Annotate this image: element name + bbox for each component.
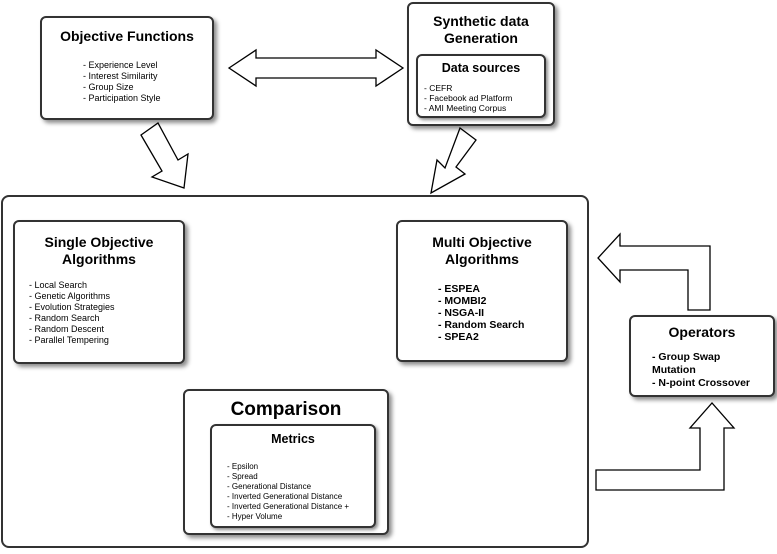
data-sources-title: Data sources	[441, 61, 521, 75]
comparison-box: Comparison Metrics Epsilon Spread Genera…	[183, 389, 389, 535]
multi-objective-box: Multi Objective Algorithms ESPEA MOMBI2 …	[396, 220, 568, 362]
arrow-data-to-main	[430, 126, 477, 195]
list-item: Group Size	[83, 82, 161, 93]
multi-objective-title-line1: Multi Objective	[432, 234, 532, 250]
multi-objective-list: ESPEA MOMBI2 NSGA-II Random Search SPEA2	[438, 283, 524, 343]
list-item: Hyper Volume	[227, 512, 349, 522]
operators-item-1-line1: - Group Swap	[652, 351, 721, 363]
list-item: MOMBI2	[438, 295, 524, 307]
metrics-title: Metrics	[271, 432, 315, 446]
single-objective-title-line1: Single Objective	[44, 234, 154, 250]
objective-functions-title: Objective Functions	[60, 28, 194, 44]
list-item: Participation Style	[83, 93, 161, 104]
operators-title: Operators	[668, 324, 736, 340]
list-item: ESPEA	[438, 283, 524, 295]
operators-item-1-line2: Mutation	[652, 364, 696, 376]
double-arrow	[227, 48, 405, 88]
list-item: Evolution Strategies	[29, 302, 115, 313]
metrics-box: Metrics Epsilon Spread Generational Dist…	[210, 424, 376, 528]
objective-functions-list: Experience Level Interest Similarity Gro…	[83, 60, 161, 104]
data-sources-box: Data sources CEFR Facebook ad Platform A…	[416, 54, 546, 118]
synthetic-data-title-line2: Generation	[444, 30, 518, 46]
list-item: Experience Level	[83, 60, 161, 71]
single-objective-title-line2: Algorithms	[62, 251, 136, 267]
list-item: Generational Distance	[227, 482, 349, 492]
operators-box: Operators - Group Swap Mutation - N-poin…	[629, 315, 775, 397]
list-item: Facebook ad Platform	[424, 93, 512, 103]
single-objective-list: Local Search Genetic Algorithms Evolutio…	[29, 280, 115, 346]
comparison-title: Comparison	[230, 399, 342, 420]
arrow-operators-to-main	[597, 232, 711, 311]
multi-objective-title-line2: Algorithms	[445, 251, 519, 267]
list-item: NSGA-II	[438, 307, 524, 319]
operators-item-2: - N-point Crossover	[652, 377, 751, 389]
list-item: Random Search	[438, 319, 524, 331]
list-item: Spread	[227, 472, 349, 482]
list-item: CEFR	[424, 83, 512, 93]
single-objective-box: Single Objective Algorithms Local Search…	[13, 220, 185, 364]
list-item: Interest Similarity	[83, 71, 161, 82]
list-item: Inverted Generational Distance	[227, 492, 349, 502]
synthetic-data-title-line1: Synthetic data	[433, 13, 529, 29]
metrics-list: Epsilon Spread Generational Distance Inv…	[227, 462, 349, 522]
list-item: Epsilon	[227, 462, 349, 472]
list-item: Random Descent	[29, 324, 115, 335]
list-item: Local Search	[29, 280, 115, 291]
list-item: Genetic Algorithms	[29, 291, 115, 302]
arrow-objective-to-main	[140, 122, 189, 189]
list-item: SPEA2	[438, 331, 524, 343]
synthetic-data-box: Synthetic data Generation Data sources C…	[407, 2, 555, 126]
arrow-to-operators	[595, 402, 736, 491]
list-item: Inverted Generational Distance +	[227, 502, 349, 512]
data-sources-list: CEFR Facebook ad Platform AMI Meeting Co…	[424, 83, 513, 113]
list-item: Random Search	[29, 313, 115, 324]
objective-functions-box: Objective Functions Experience Level Int…	[40, 16, 214, 120]
list-item: AMI Meeting Corpus	[424, 103, 512, 113]
list-item: Parallel Tempering	[29, 335, 115, 346]
